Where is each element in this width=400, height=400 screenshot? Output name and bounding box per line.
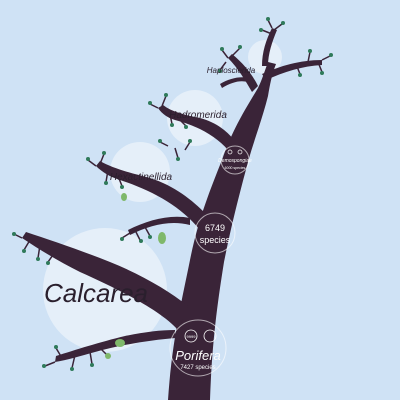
calcarea-lower-branch: [55, 330, 176, 362]
clade-label-hexactinellida[interactable]: Hexactinellida: [110, 172, 173, 183]
twig: [128, 216, 190, 235]
node-badge-icon: [227, 149, 233, 155]
leaves: [12, 17, 333, 371]
hadromerida-branch: [158, 105, 234, 150]
clade-label-hadromerida[interactable]: Hadromerida: [169, 110, 227, 121]
clade-label-calcarea[interactable]: Calcarea: [44, 278, 148, 308]
porifera-count: 7427 species: [180, 365, 215, 371]
porifera-trunk: [168, 62, 276, 400]
count-node-6749[interactable]: [194, 212, 236, 254]
hexactinellida-branch: [96, 161, 206, 230]
porifera-badge-icon[interactable]: [184, 329, 198, 343]
porifera-badge-text: 9999: [187, 334, 197, 339]
count-node-unit: species: [200, 235, 231, 245]
upper-right-branch: [262, 60, 322, 80]
demospongiae-node[interactable]: [220, 145, 250, 175]
top-branch: [262, 28, 277, 66]
clade-label-haplosclerida[interactable]: Haplosclerida: [207, 66, 256, 75]
porifera-name: Porifera: [175, 348, 221, 363]
twigs: [13, 19, 331, 369]
demospongiae-count: 6000 species: [225, 166, 246, 170]
twig: [220, 77, 250, 88]
node-info-icon: [237, 149, 243, 155]
porifera-info-icon[interactable]: [203, 329, 217, 343]
demospongiae-name: Demospongiae: [218, 158, 252, 164]
count-node-number: 6749: [205, 223, 225, 233]
highlighted-leaves: [105, 193, 166, 359]
upper-left-branch: [228, 54, 258, 92]
calcarea-branch: [22, 232, 188, 330]
porifera-node[interactable]: [169, 319, 227, 377]
